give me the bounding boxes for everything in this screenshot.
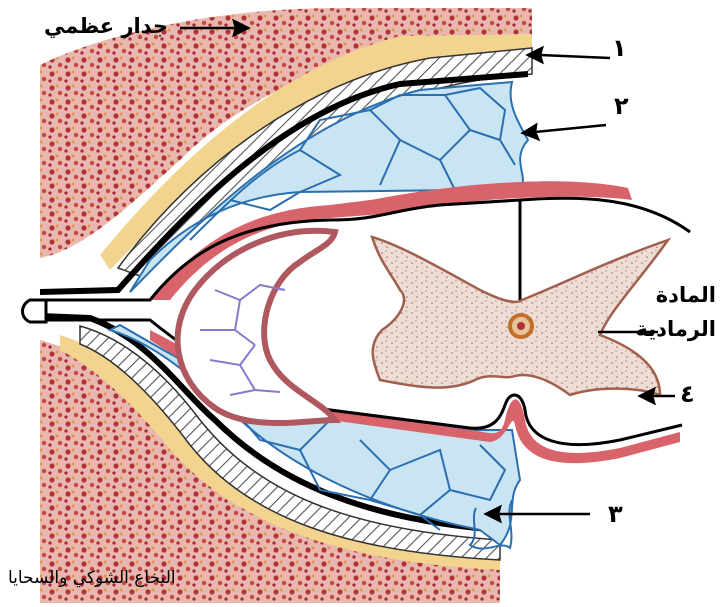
label-number-3: ٣: [608, 500, 623, 528]
central-canal-lumen: [517, 322, 525, 330]
label-grey-matter: المادة الرمادية: [636, 278, 716, 346]
label-number-1: ١: [612, 34, 627, 62]
label-bone-wall: جدار عظمي: [44, 14, 168, 38]
label-number-2: ٢: [614, 92, 629, 120]
label-grey-matter-line2: الرمادية: [636, 312, 716, 346]
diagram-caption: النخاع الشوكي والسحايا: [8, 568, 176, 588]
label-number-4: ٤: [680, 380, 695, 408]
label-grey-matter-line1: المادة: [636, 278, 716, 312]
arrow-1: [528, 48, 610, 62]
arrow-2: [523, 125, 606, 139]
nerve-root-tip: [23, 300, 47, 322]
